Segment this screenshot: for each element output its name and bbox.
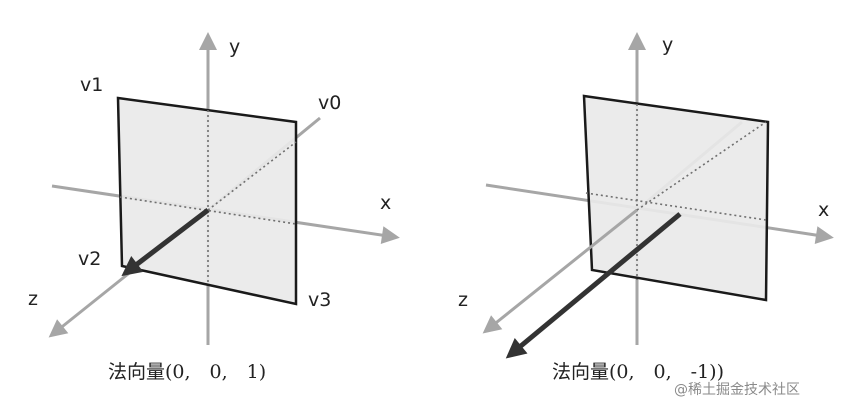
left-v2-label: v2	[78, 248, 101, 270]
right-z-axis-hidden	[636, 121, 767, 211]
right-normal-vector	[505, 212, 682, 359]
right-z-label: z	[458, 289, 468, 311]
left-v1-label: v1	[80, 74, 103, 96]
left-diagram: y x z v1 v0 v2 v3 法向量(0, 0, 1)	[28, 32, 400, 383]
watermark: @稀土掘金技术社区	[674, 382, 800, 398]
left-z-label: z	[28, 288, 38, 310]
left-x-label: x	[380, 192, 391, 214]
left-z-axis-hidden	[207, 141, 297, 211]
right-diagram: y x z 法向量(0, 0, -1))	[458, 32, 834, 383]
right-caption: 法向量(0, 0, -1))	[552, 361, 724, 383]
right-z-axis	[482, 208, 638, 334]
left-plane	[116, 96, 298, 306]
left-caption: 法向量(0, 0, 1)	[108, 361, 266, 383]
left-y-label: y	[229, 36, 240, 58]
right-x-label: x	[818, 199, 829, 221]
right-plane	[582, 94, 770, 302]
right-y-label: y	[662, 34, 673, 56]
left-v0-label: v0	[318, 92, 341, 114]
left-normal-vector	[121, 208, 210, 277]
right-x-axis-hidden	[585, 192, 767, 221]
left-v3-label: v3	[308, 289, 331, 311]
